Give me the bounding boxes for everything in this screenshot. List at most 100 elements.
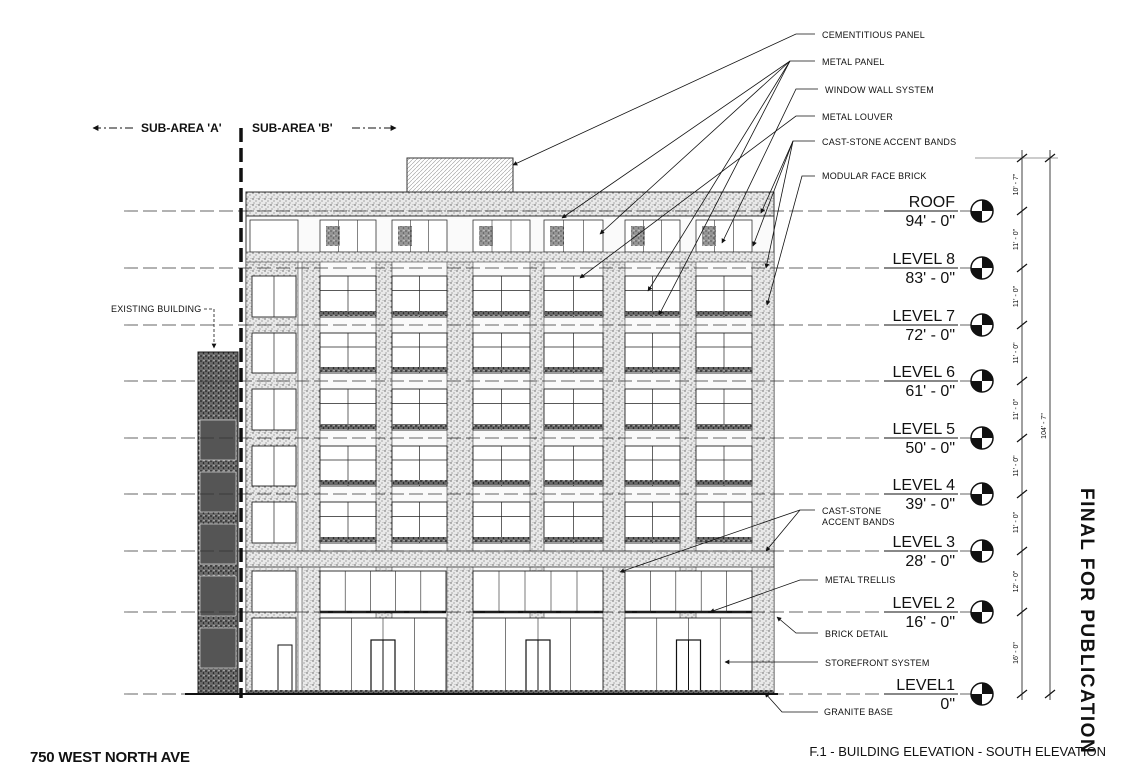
- metal-louver: [473, 367, 530, 372]
- level-target-quadrant: [982, 601, 993, 612]
- existing-building-window: [199, 471, 237, 513]
- metal-louver: [696, 537, 752, 542]
- existing-building-facade: [197, 351, 239, 695]
- roof-cornice-band: [245, 191, 775, 217]
- metal-louver: [696, 367, 752, 372]
- level-target-quadrant: [982, 483, 993, 494]
- metal-louver: [392, 424, 447, 429]
- metal-louver: [392, 480, 447, 485]
- sheet-title: F.1 - BUILDING ELEVATION - SOUTH ELEVATI…: [809, 744, 1106, 759]
- metal-louver: [696, 480, 752, 485]
- callout-cast-stone-mid-1: CAST-STONE: [822, 506, 881, 516]
- callout-brick-detail: BRICK DETAIL: [825, 629, 888, 639]
- metal-louver: [625, 424, 680, 429]
- metal-panel-accent: [702, 226, 716, 246]
- callout-modular-brick: MODULAR FACE BRICK: [822, 171, 927, 181]
- brick-pier: [301, 254, 321, 695]
- level-elevation: 83' - 0": [905, 270, 955, 287]
- metal-panel-accent: [631, 226, 645, 246]
- level-target-quadrant: [971, 438, 982, 449]
- callout-granite-base: GRANITE BASE: [824, 707, 893, 717]
- existing-building-window: [199, 523, 237, 565]
- level-name: LEVEL 3: [892, 534, 955, 551]
- level-elevation: 50' - 0": [905, 440, 955, 457]
- metal-louver: [696, 311, 752, 316]
- brick-pier: [446, 254, 474, 695]
- existing-building-label: EXISTING BUILDING: [111, 304, 201, 314]
- level-target-quadrant: [982, 200, 993, 211]
- level-elevation: 61' - 0": [905, 383, 955, 400]
- metal-louver: [544, 537, 603, 542]
- level-target-quadrant: [971, 494, 982, 505]
- level-target-quadrant: [971, 612, 982, 623]
- metal-louver: [625, 367, 680, 372]
- dimension-tick: [1044, 689, 1056, 699]
- project-name: 750 WEST NORTH AVE: [30, 749, 190, 766]
- level-target-quadrant: [971, 268, 982, 279]
- metal-louver: [320, 424, 376, 429]
- existing-building-window: [199, 575, 237, 617]
- callout-metal-louver: METAL LOUVER: [822, 112, 893, 122]
- service-door: [277, 644, 293, 695]
- level-name: LEVEL 7: [892, 308, 955, 325]
- rooftop-penthouse: [406, 157, 514, 193]
- metal-louver: [320, 311, 376, 316]
- material-callouts: CEMENTITIOUS PANEL METAL PANEL WINDOW WA…: [822, 30, 956, 717]
- level-name: LEVEL 5: [892, 421, 955, 438]
- brick-pier: [602, 254, 626, 695]
- dimension-tick: [1016, 546, 1028, 556]
- dimension-tick: [1016, 689, 1028, 699]
- metal-louver: [320, 537, 376, 542]
- trellis-window: [472, 570, 604, 613]
- level-target-quadrant: [982, 683, 993, 694]
- floor-height-dimension: 11' - 0": [1013, 398, 1020, 420]
- sub-area-a-label: SUB-AREA 'A': [141, 121, 222, 135]
- level-target-quadrant: [982, 257, 993, 268]
- callout-cementitious-panel: CEMENTITIOUS PANEL: [822, 30, 925, 40]
- level-name: LEVEL 2: [892, 595, 955, 612]
- level-elevation: 16' - 0": [905, 614, 955, 631]
- floor-height-dimension: 11' - 0": [1013, 228, 1020, 250]
- dimension-tick: [1016, 433, 1028, 443]
- metal-louver: [473, 424, 530, 429]
- metal-louver: [696, 424, 752, 429]
- metal-louver: [473, 480, 530, 485]
- dimension-tick: [1016, 320, 1028, 330]
- dimension-tick: [1016, 206, 1028, 216]
- metal-louver: [625, 311, 680, 316]
- metal-louver: [473, 537, 530, 542]
- level-elevation: 72' - 0": [905, 327, 955, 344]
- metal-louver: [392, 537, 447, 542]
- callout-cast-stone-top: CAST-STONE ACCENT BANDS: [822, 137, 956, 147]
- metal-louver: [320, 367, 376, 372]
- level-target-quadrant: [971, 211, 982, 222]
- floor-height-dimension: 11' - 0": [1013, 455, 1020, 477]
- level-target-quadrant: [982, 370, 993, 381]
- top-floor-window: [249, 219, 299, 253]
- metal-louver: [544, 480, 603, 485]
- metal-louver: [392, 311, 447, 316]
- callout-metal-panel: METAL PANEL: [822, 57, 885, 67]
- level-target-quadrant: [982, 427, 993, 438]
- sub-area-b-label: SUB-AREA 'B': [252, 121, 333, 135]
- level-elevation: 94' - 0": [905, 213, 955, 230]
- floor-height-dimension: 11' - 0": [1013, 342, 1020, 364]
- metal-panel-accent: [550, 226, 564, 246]
- level-name: ROOF: [909, 194, 955, 211]
- level-target-quadrant: [982, 314, 993, 325]
- metal-louver: [473, 311, 530, 316]
- callout-storefront: STOREFRONT SYSTEM: [825, 658, 930, 668]
- metal-louver: [544, 367, 603, 372]
- dimension-strings: 10' - 7"11' - 0"11' - 0"11' - 0"11' - 0"…: [975, 150, 1058, 700]
- existing-building-window: [199, 627, 237, 669]
- dimension-tick: [1016, 489, 1028, 499]
- level-target-quadrant: [971, 381, 982, 392]
- trellis-window: [624, 570, 753, 613]
- level-name: LEVEL 6: [892, 364, 955, 381]
- floor-height-dimension: 16' - 0": [1013, 642, 1020, 664]
- level-elevation: 0": [940, 696, 955, 713]
- existing-building-leader: [204, 308, 217, 349]
- final-for-publication-stamp: FINAL FOR PUBLICATION: [1076, 488, 1097, 755]
- metal-louver: [392, 367, 447, 372]
